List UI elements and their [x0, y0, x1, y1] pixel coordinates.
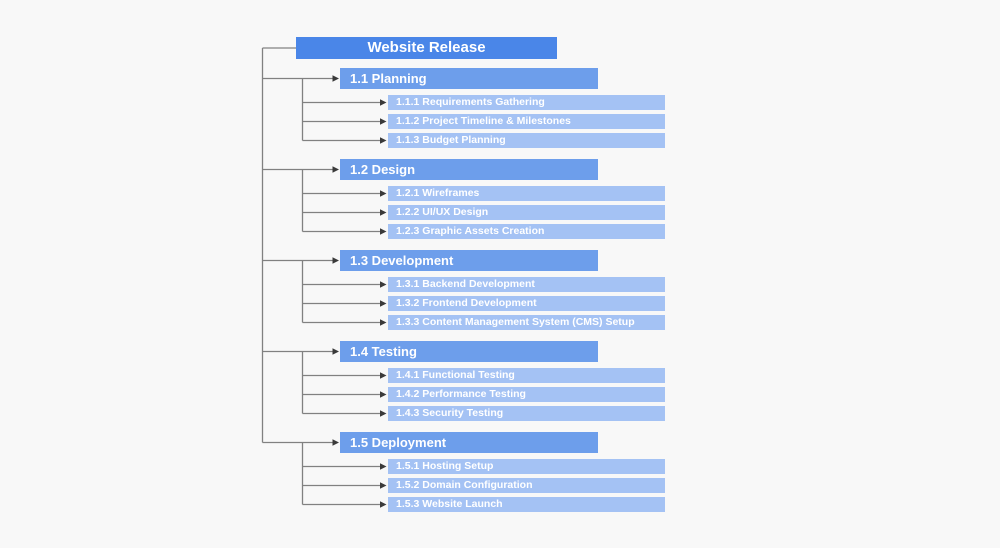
- arrowhead-icon: [380, 190, 387, 197]
- arrowhead-icon: [380, 482, 387, 489]
- wbs-leaf-node: 1.4.3 Security Testing: [388, 406, 665, 421]
- wbs-leaf-node: 1.5.2 Domain Configuration: [388, 478, 665, 493]
- arrowhead-icon: [332, 166, 339, 173]
- wbs-leaf-node: 1.4.2 Performance Testing: [388, 387, 665, 402]
- arrowhead-icon: [332, 257, 339, 264]
- wbs-leaf-node: 1.3.2 Frontend Development: [388, 296, 665, 311]
- wbs-leaf-node: 1.2.2 UI/UX Design: [388, 205, 665, 220]
- wbs-branch-node: 1.2 Design: [340, 159, 598, 180]
- wbs-branch-node: 1.4 Testing: [340, 341, 598, 362]
- arrowhead-icon: [380, 99, 387, 106]
- arrowhead-icon: [380, 319, 387, 326]
- wbs-leaf-node: 1.1.1 Requirements Gathering: [388, 95, 665, 110]
- wbs-leaf-node: 1.3.3 Content Management System (CMS) Se…: [388, 315, 665, 330]
- arrowhead-icon: [380, 228, 387, 235]
- wbs-root-node: Website Release: [296, 37, 557, 59]
- wbs-leaf-node: 1.2.1 Wireframes: [388, 186, 665, 201]
- wbs-leaf-node: 1.3.1 Backend Development: [388, 277, 665, 292]
- wbs-leaf-node: 1.4.1 Functional Testing: [388, 368, 665, 383]
- wbs-leaf-node: 1.1.3 Budget Planning: [388, 133, 665, 148]
- arrowhead-icon: [380, 137, 387, 144]
- arrowhead-icon: [380, 118, 387, 125]
- wbs-branch-node: 1.5 Deployment: [340, 432, 598, 453]
- wbs-leaf-node: 1.1.2 Project Timeline & Milestones: [388, 114, 665, 129]
- wbs-leaf-node: 1.5.1 Hosting Setup: [388, 459, 665, 474]
- arrowhead-icon: [332, 439, 339, 446]
- arrowhead-icon: [332, 75, 339, 82]
- arrowhead-icon: [380, 463, 387, 470]
- arrowhead-icon: [332, 348, 339, 355]
- arrowhead-icon: [380, 209, 387, 216]
- wbs-branch-node: 1.3 Development: [340, 250, 598, 271]
- wbs-leaf-node: 1.2.3 Graphic Assets Creation: [388, 224, 665, 239]
- arrowhead-icon: [380, 372, 387, 379]
- arrowhead-icon: [380, 281, 387, 288]
- arrowhead-icon: [380, 410, 387, 417]
- arrowhead-icon: [380, 501, 387, 508]
- wbs-branch-node: 1.1 Planning: [340, 68, 598, 89]
- arrowhead-icon: [380, 300, 387, 307]
- arrowhead-icon: [380, 391, 387, 398]
- wbs-leaf-node: 1.5.3 Website Launch: [388, 497, 665, 512]
